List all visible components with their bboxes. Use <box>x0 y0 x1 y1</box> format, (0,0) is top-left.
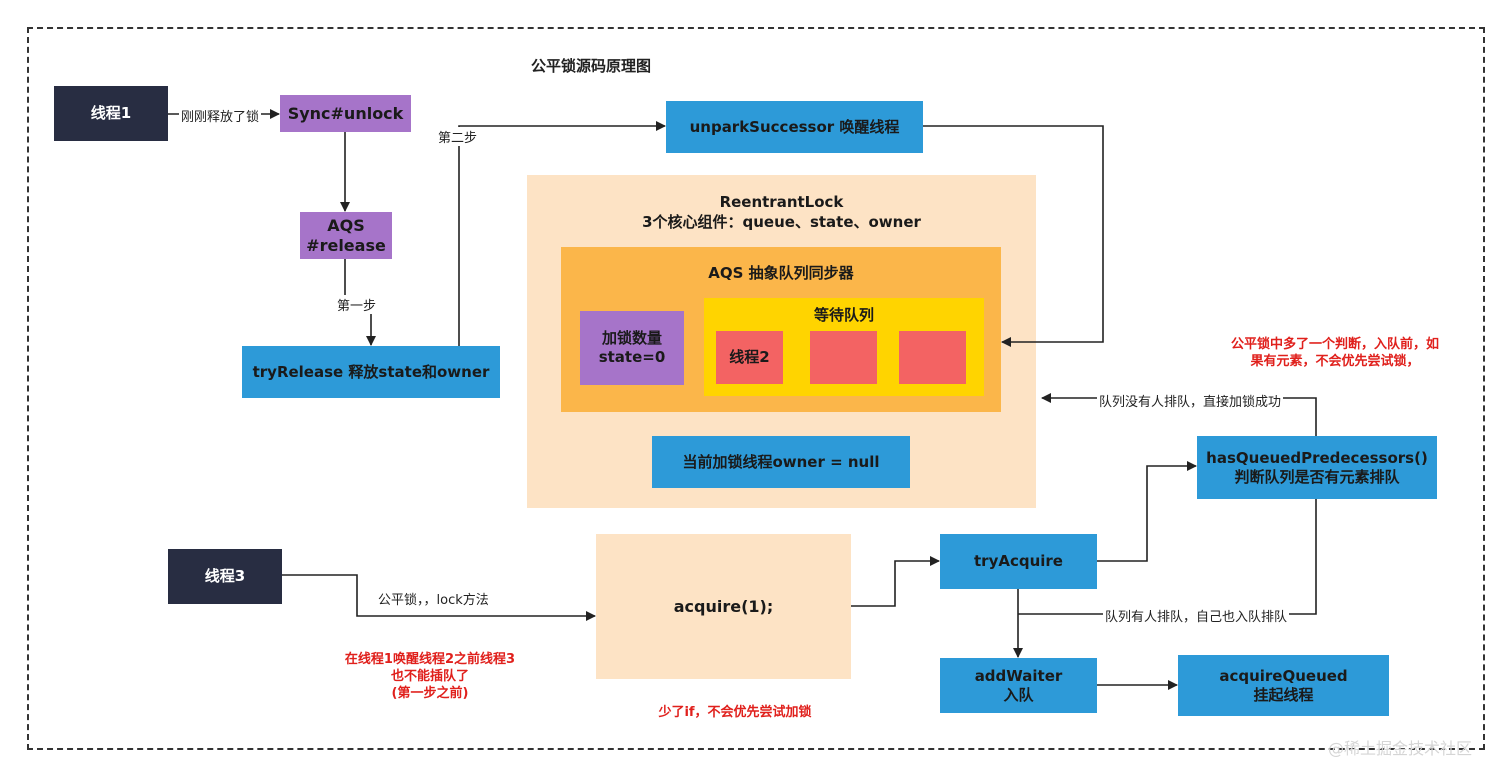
reentrantlock-title-line2: 3个核心组件：queue、state、owner <box>642 213 921 231</box>
arrow-tryacquire-to-hasqueued <box>1097 461 1197 562</box>
sync-unlock-box: Sync#unlock <box>280 95 411 132</box>
label-queue-empty: 队列没有人排队，直接加锁成功 <box>1097 391 1284 410</box>
has-queued-line2: 判断队列是否有元素排队 <box>1234 467 1400 486</box>
wait-queue-title: 等待队列 <box>813 306 874 324</box>
label-queue-has: 队列有人排队，自己也入队排队 <box>1103 606 1290 625</box>
queue-node-empty-1 <box>810 331 877 384</box>
acquire-queued-box: acquireQueued 挂起线程 <box>1178 655 1389 716</box>
note-thread3-no-cut-in: 在线程1唤醒线程2之前线程3 也不能插队了 (第一步之前) <box>322 652 538 703</box>
note-fair-lock-extra-check: 公平锁中多了一个判断，入队前，如 果有元素，不会优先尝试锁， <box>1205 337 1465 371</box>
reentrantlock-title-line1: ReentrantLock <box>719 193 844 211</box>
note-top-right-line1: 公平锁中多了一个判断，入队前，如 <box>1230 337 1439 352</box>
has-queued-predecessors-box: hasQueuedPredecessors() 判断队列是否有元素排队 <box>1197 436 1437 499</box>
aqs-release-line2: #release <box>306 235 386 255</box>
arrow-hasqueued-to-addwaiter <box>1018 499 1317 615</box>
label-step2: 第二步 <box>436 127 480 146</box>
note-no-if-check: 少了if，不会优先尝试加锁 <box>658 705 812 720</box>
diagram-title: 公平锁源码原理图 <box>531 57 652 75</box>
arrow-unpark-to-queue <box>923 125 1104 347</box>
acquire-box: acquire(1); <box>596 534 851 679</box>
lock-count-line1: 加锁数量 <box>601 329 662 348</box>
label-step1: 第一步 <box>335 295 379 314</box>
queue-node-thread2: 线程2 <box>716 331 783 384</box>
try-release-box: tryRelease 释放state和owner <box>242 346 500 398</box>
thread1-box: 线程1 <box>54 86 168 141</box>
arrow-acquire-to-tryacquire <box>851 556 940 607</box>
watermark: @稀土掘金技术社区 <box>1328 739 1473 758</box>
reentrantlock-title: ReentrantLock 3个核心组件：queue、state、owner <box>527 193 1036 232</box>
aqs-release-box: AQS #release <box>300 212 392 259</box>
owner-box: 当前加锁线程owner = null <box>652 436 910 488</box>
note-thread3-line3: (第一步之前) <box>391 685 469 701</box>
unpark-successor-box: unparkSuccessor 唤醒线程 <box>666 101 923 153</box>
lock-count-line2: state=0 <box>598 348 666 366</box>
note-top-right-line2: 果有元素，不会优先尝试锁， <box>1250 353 1420 369</box>
acquire-queued-line1: acquireQueued <box>1219 666 1348 685</box>
thread3-box: 线程3 <box>168 549 282 604</box>
note-thread3-line2: 也不能插队了 <box>390 668 469 684</box>
add-waiter-line2: 入队 <box>1003 685 1034 704</box>
note-thread3-line1: 在线程1唤醒线程2之前线程3 <box>344 652 516 667</box>
lock-count-box: 加锁数量 state=0 <box>580 311 684 385</box>
acquire-queued-line2: 挂起线程 <box>1253 685 1314 704</box>
add-waiter-box: addWaiter 入队 <box>940 658 1097 713</box>
queue-node-empty-2 <box>899 331 966 384</box>
label-just-released: 刚刚释放了锁 <box>179 106 262 125</box>
add-waiter-line1: addWaiter <box>974 666 1063 685</box>
diagram-frame <box>27 27 1485 750</box>
aqs-sync-title: AQS 抽象队列同步器 <box>708 264 854 282</box>
aqs-release-line1: AQS <box>327 215 365 235</box>
label-fair-lock-method: 公平锁，，lock方法 <box>376 589 491 608</box>
try-acquire-box: tryAcquire <box>940 534 1097 589</box>
arrow-tryrelease-to-unpark <box>458 121 666 346</box>
arrow-thread3-to-acquire <box>282 574 596 621</box>
has-queued-line1: hasQueuedPredecessors() <box>1206 448 1428 467</box>
